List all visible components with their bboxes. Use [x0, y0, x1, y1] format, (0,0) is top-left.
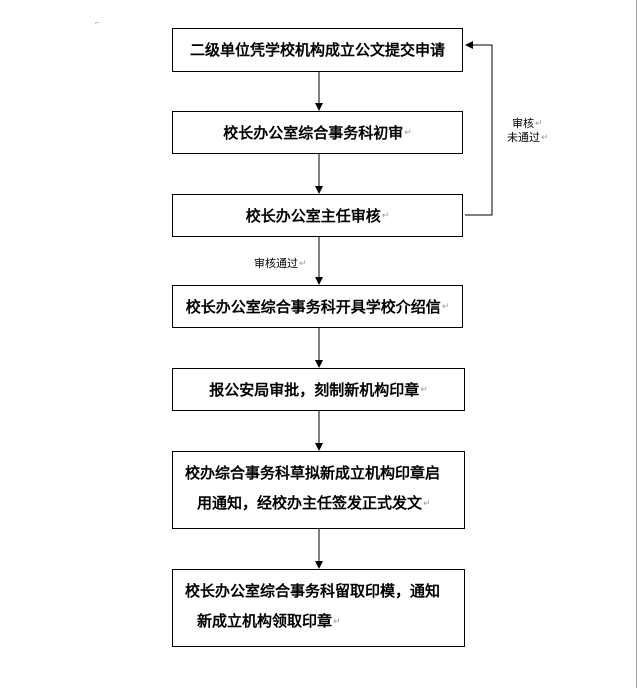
- step-2-text: 校长办公室综合事务科初审: [223, 123, 404, 142]
- paragraph-mark: ↵: [541, 133, 549, 143]
- step-7-line-2-text: 新成立机构领取印章: [197, 612, 333, 630]
- paragraph-mark: ↵: [420, 384, 428, 395]
- paragraph-mark: ↵: [423, 498, 431, 509]
- step-4-box: 校长办公室综合事务科开具学校介绍信↵: [172, 285, 463, 328]
- rejected-label-line-1: 审核: [512, 117, 534, 130]
- rejected-label-line-2: 未通过: [507, 131, 540, 144]
- paragraph-mark: ↵: [535, 119, 543, 129]
- step-3-box: 校长办公室主任审核↵: [172, 194, 463, 237]
- step-2-box: 校长办公室综合事务科初审↵: [172, 111, 463, 154]
- step-6-line-2: 用通知，经校办主任签发正式发文↵: [185, 488, 452, 519]
- step-6-box: 校办综合事务科草拟新成立机构印章启 用通知，经校办主任签发正式发文↵: [172, 451, 465, 529]
- paragraph-mark: ↵: [299, 259, 307, 269]
- paragraph-mark: ↵: [441, 301, 450, 312]
- step-7-box: 校长办公室综合事务科留取印模，通知 新成立机构领取印章↵: [172, 569, 465, 647]
- step-7-line-2: 新成立机构领取印章↵: [185, 606, 452, 637]
- paragraph-mark: ↵: [404, 127, 412, 138]
- approved-label-text: 审核通过: [254, 257, 298, 270]
- feedback-arrow: [465, 41, 493, 216]
- step-6-line-1: 校办综合事务科草拟新成立机构印章启: [185, 464, 441, 482]
- step-6-line-2-text: 用通知，经校办主任签发正式发文: [197, 494, 423, 512]
- corner-mark: ⌐: [95, 20, 101, 27]
- step-5-text: 报公安局审批，刻制新机构印章: [209, 380, 420, 399]
- approved-label: 审核通过↵: [254, 257, 307, 271]
- step-4-text: 校长办公室综合事务科开具学校介绍信: [185, 297, 441, 316]
- rejected-label: 审核↵ 未通过↵: [507, 117, 549, 145]
- paragraph-mark: ↵: [333, 616, 341, 627]
- step-1-box: 二级单位凭学校机构成立公文提交申请: [172, 28, 463, 72]
- step-1-text: 二级单位凭学校机构成立公文提交申请: [189, 41, 445, 59]
- step-7-line-1: 校长办公室综合事务科留取印模，通知: [185, 582, 441, 600]
- step-5-box: 报公安局审批，刻制新机构印章↵: [172, 368, 465, 411]
- step-3-text: 校长办公室主任审核: [245, 206, 381, 225]
- paragraph-mark: ↵: [381, 210, 390, 221]
